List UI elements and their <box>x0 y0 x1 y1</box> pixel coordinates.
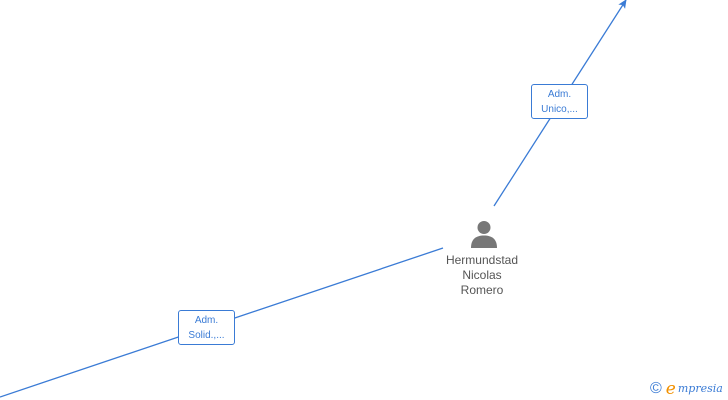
person-name-line: Hermundstad <box>445 253 519 267</box>
copyright-icon: © <box>650 380 662 397</box>
logo-initial: e <box>665 379 676 399</box>
person-name[interactable]: Hermundstad Nicolas Romero <box>432 253 532 298</box>
edge-label-adm-solid[interactable]: Adm. Solid.,... <box>178 310 235 345</box>
person-name-line: Nicolas <box>462 268 502 282</box>
edge-label-line: Adm. <box>547 89 572 100</box>
logo-text: mpresia <box>677 382 723 395</box>
edge-label-line: Unico,... <box>541 104 578 115</box>
person-name-line: Romero <box>460 283 504 297</box>
edge-label-line: Solid.,... <box>188 330 225 341</box>
edge-label-adm-unico[interactable]: Adm. Unico,... <box>531 84 588 119</box>
person-icon[interactable] <box>469 219 499 249</box>
brand-logo: © e mpresia <box>650 379 723 399</box>
edge-label-line: Adm. <box>194 315 219 326</box>
